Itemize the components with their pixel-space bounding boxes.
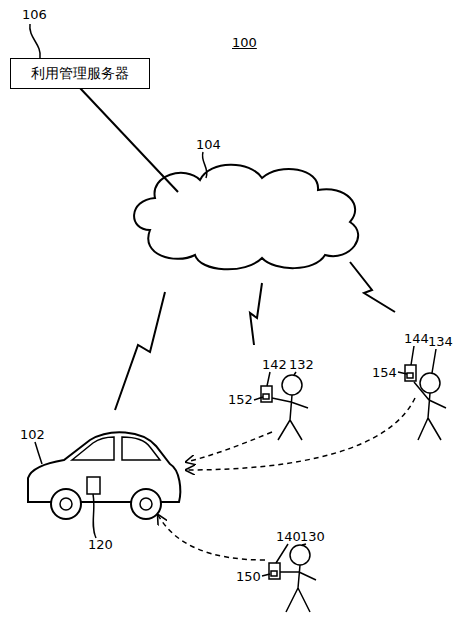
leader-line	[262, 544, 306, 576]
node-label: 利用管理服务器	[31, 65, 129, 83]
vehicle-wheel	[60, 498, 72, 510]
wireless-link	[115, 292, 165, 410]
callout-number: 140	[276, 530, 301, 544]
vehicle-device	[87, 477, 100, 494]
vehicle-wheel	[131, 489, 161, 519]
callout-number: 100	[232, 36, 257, 50]
mobile-terminal	[261, 386, 272, 402]
callout-number: 142	[262, 358, 287, 372]
leader-line	[398, 346, 436, 374]
leader-line	[30, 24, 40, 58]
vehicle-wheel	[51, 489, 81, 519]
callout-number: 120	[88, 538, 113, 552]
short-range-link	[186, 398, 415, 470]
leader-line	[202, 152, 207, 178]
mobile-terminal	[269, 563, 280, 579]
vehicle-wheel	[140, 498, 152, 510]
wireless-link	[350, 262, 395, 312]
leader-line	[254, 372, 296, 400]
terminal-app	[263, 394, 269, 399]
leader-line	[35, 442, 42, 464]
callout-number: 106	[22, 8, 47, 22]
vehicle-window	[72, 437, 114, 460]
callout-number: 134	[428, 335, 453, 349]
network-link	[80, 88, 178, 192]
short-range-link	[158, 515, 265, 560]
person-head	[282, 375, 302, 395]
callout-number: 144	[404, 332, 429, 346]
mobile-terminal	[405, 365, 416, 381]
callout-number: 150	[236, 570, 261, 584]
server-box: 利用管理服务器	[10, 58, 150, 89]
callout-number: 130	[300, 530, 325, 544]
vehicle-window	[122, 437, 160, 460]
leader-line	[93, 494, 96, 538]
person-head	[290, 545, 310, 565]
vehicle-body	[28, 432, 180, 502]
person-body	[272, 395, 308, 440]
callout-number: 154	[372, 366, 397, 380]
terminal-app	[407, 373, 413, 378]
terminal-app	[271, 571, 277, 576]
callout-number: 104	[196, 138, 221, 152]
short-range-link	[186, 432, 272, 462]
wireless-link	[250, 283, 262, 345]
callout-number: 132	[289, 358, 314, 372]
person-head	[420, 373, 440, 393]
person-body	[280, 565, 316, 612]
network-cloud	[134, 165, 358, 270]
callout-number: 102	[20, 428, 45, 442]
callout-number: 152	[228, 393, 253, 407]
person-body	[414, 382, 446, 440]
